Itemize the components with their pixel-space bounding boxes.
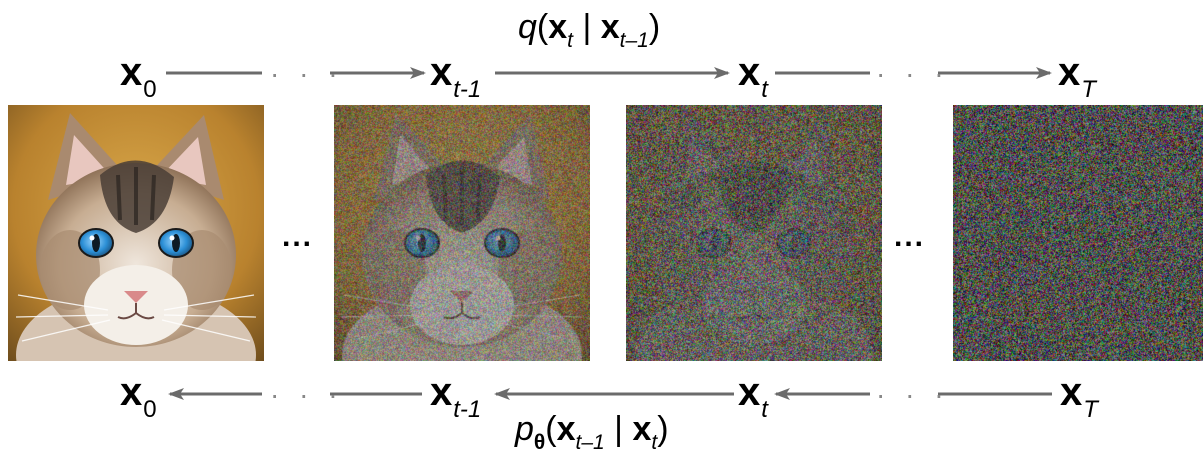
image-panel-pure-noise [953,105,1203,361]
reverse-func: p [515,410,534,448]
image-gap-ellipsis-2: ... [894,222,925,252]
reverse-var: x [557,410,576,448]
forward-formula: q(xt | xt–1) [518,10,660,51]
reverse-node-x0: x0 [120,372,157,422]
cat-image [8,105,264,361]
forward-ellipsis-2: · · · [876,60,950,88]
forward-cond: x [601,8,620,46]
image-gap-ellipsis-1: ... [282,222,313,252]
image-panel-clean-cat [8,105,264,361]
reverse-node-xt-1: xt-1 [430,372,481,422]
forward-ellipsis-1: · · · [270,60,344,88]
image-panel-noisy-cat-t-minus-1 [334,105,590,361]
reverse-cond: x [632,410,651,448]
forward-func: q [518,8,537,46]
forward-node-xt: xt [738,52,768,102]
image-panel-noisy-cat-t [626,105,882,361]
reverse-ellipsis-2: · · · [876,381,950,409]
noisy-cat-canvas-1 [334,105,590,361]
reverse-ellipsis-1: · · · [270,381,344,409]
reverse-node-xt: xt [738,372,768,422]
reverse-node-xT: xT [1060,372,1098,422]
forward-var: x [548,8,567,46]
noisy-cat-canvas-2 [626,105,882,361]
pure-noise-canvas [953,105,1203,361]
forward-node-xt-1: xt-1 [430,52,481,102]
forward-node-x0: x0 [120,52,157,102]
forward-node-xT: xT [1058,52,1096,102]
reverse-formula: pθ(xt–1 | xt) [515,412,669,453]
